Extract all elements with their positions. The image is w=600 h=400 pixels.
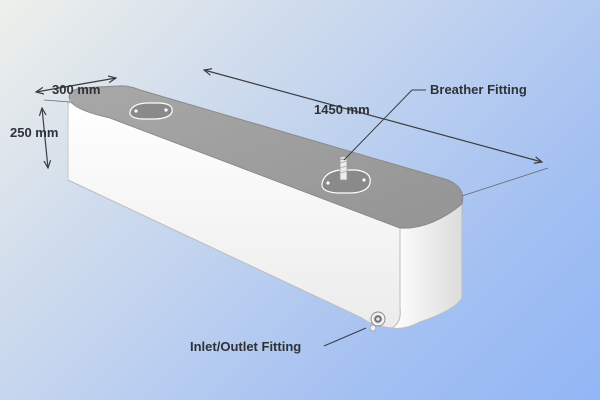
callout-inlet-outlet-label: Inlet/Outlet Fitting	[190, 339, 301, 354]
top-plate-left	[129, 102, 173, 120]
top-plate-right	[321, 169, 371, 194]
dimension-length: 1450 mm	[204, 70, 549, 197]
callout-breather: Breather Fitting	[343, 82, 527, 161]
callout-breather-label: Breather Fitting	[430, 82, 527, 97]
callout-inlet-outlet: Inlet/Outlet Fitting	[190, 327, 367, 354]
dimension-length-label: 1450 mm	[314, 102, 370, 117]
dimension-height: 250 mm	[10, 99, 71, 168]
dimension-width-label: 300 mm	[52, 82, 100, 97]
tank-left-edge	[67, 99, 71, 180]
inlet-outlet-fitting	[369, 311, 386, 332]
tank-body	[67, 85, 464, 329]
dimension-height-label: 250 mm	[10, 125, 58, 140]
dimension-width: 300 mm	[36, 78, 116, 97]
breather-fitting	[339, 155, 348, 181]
